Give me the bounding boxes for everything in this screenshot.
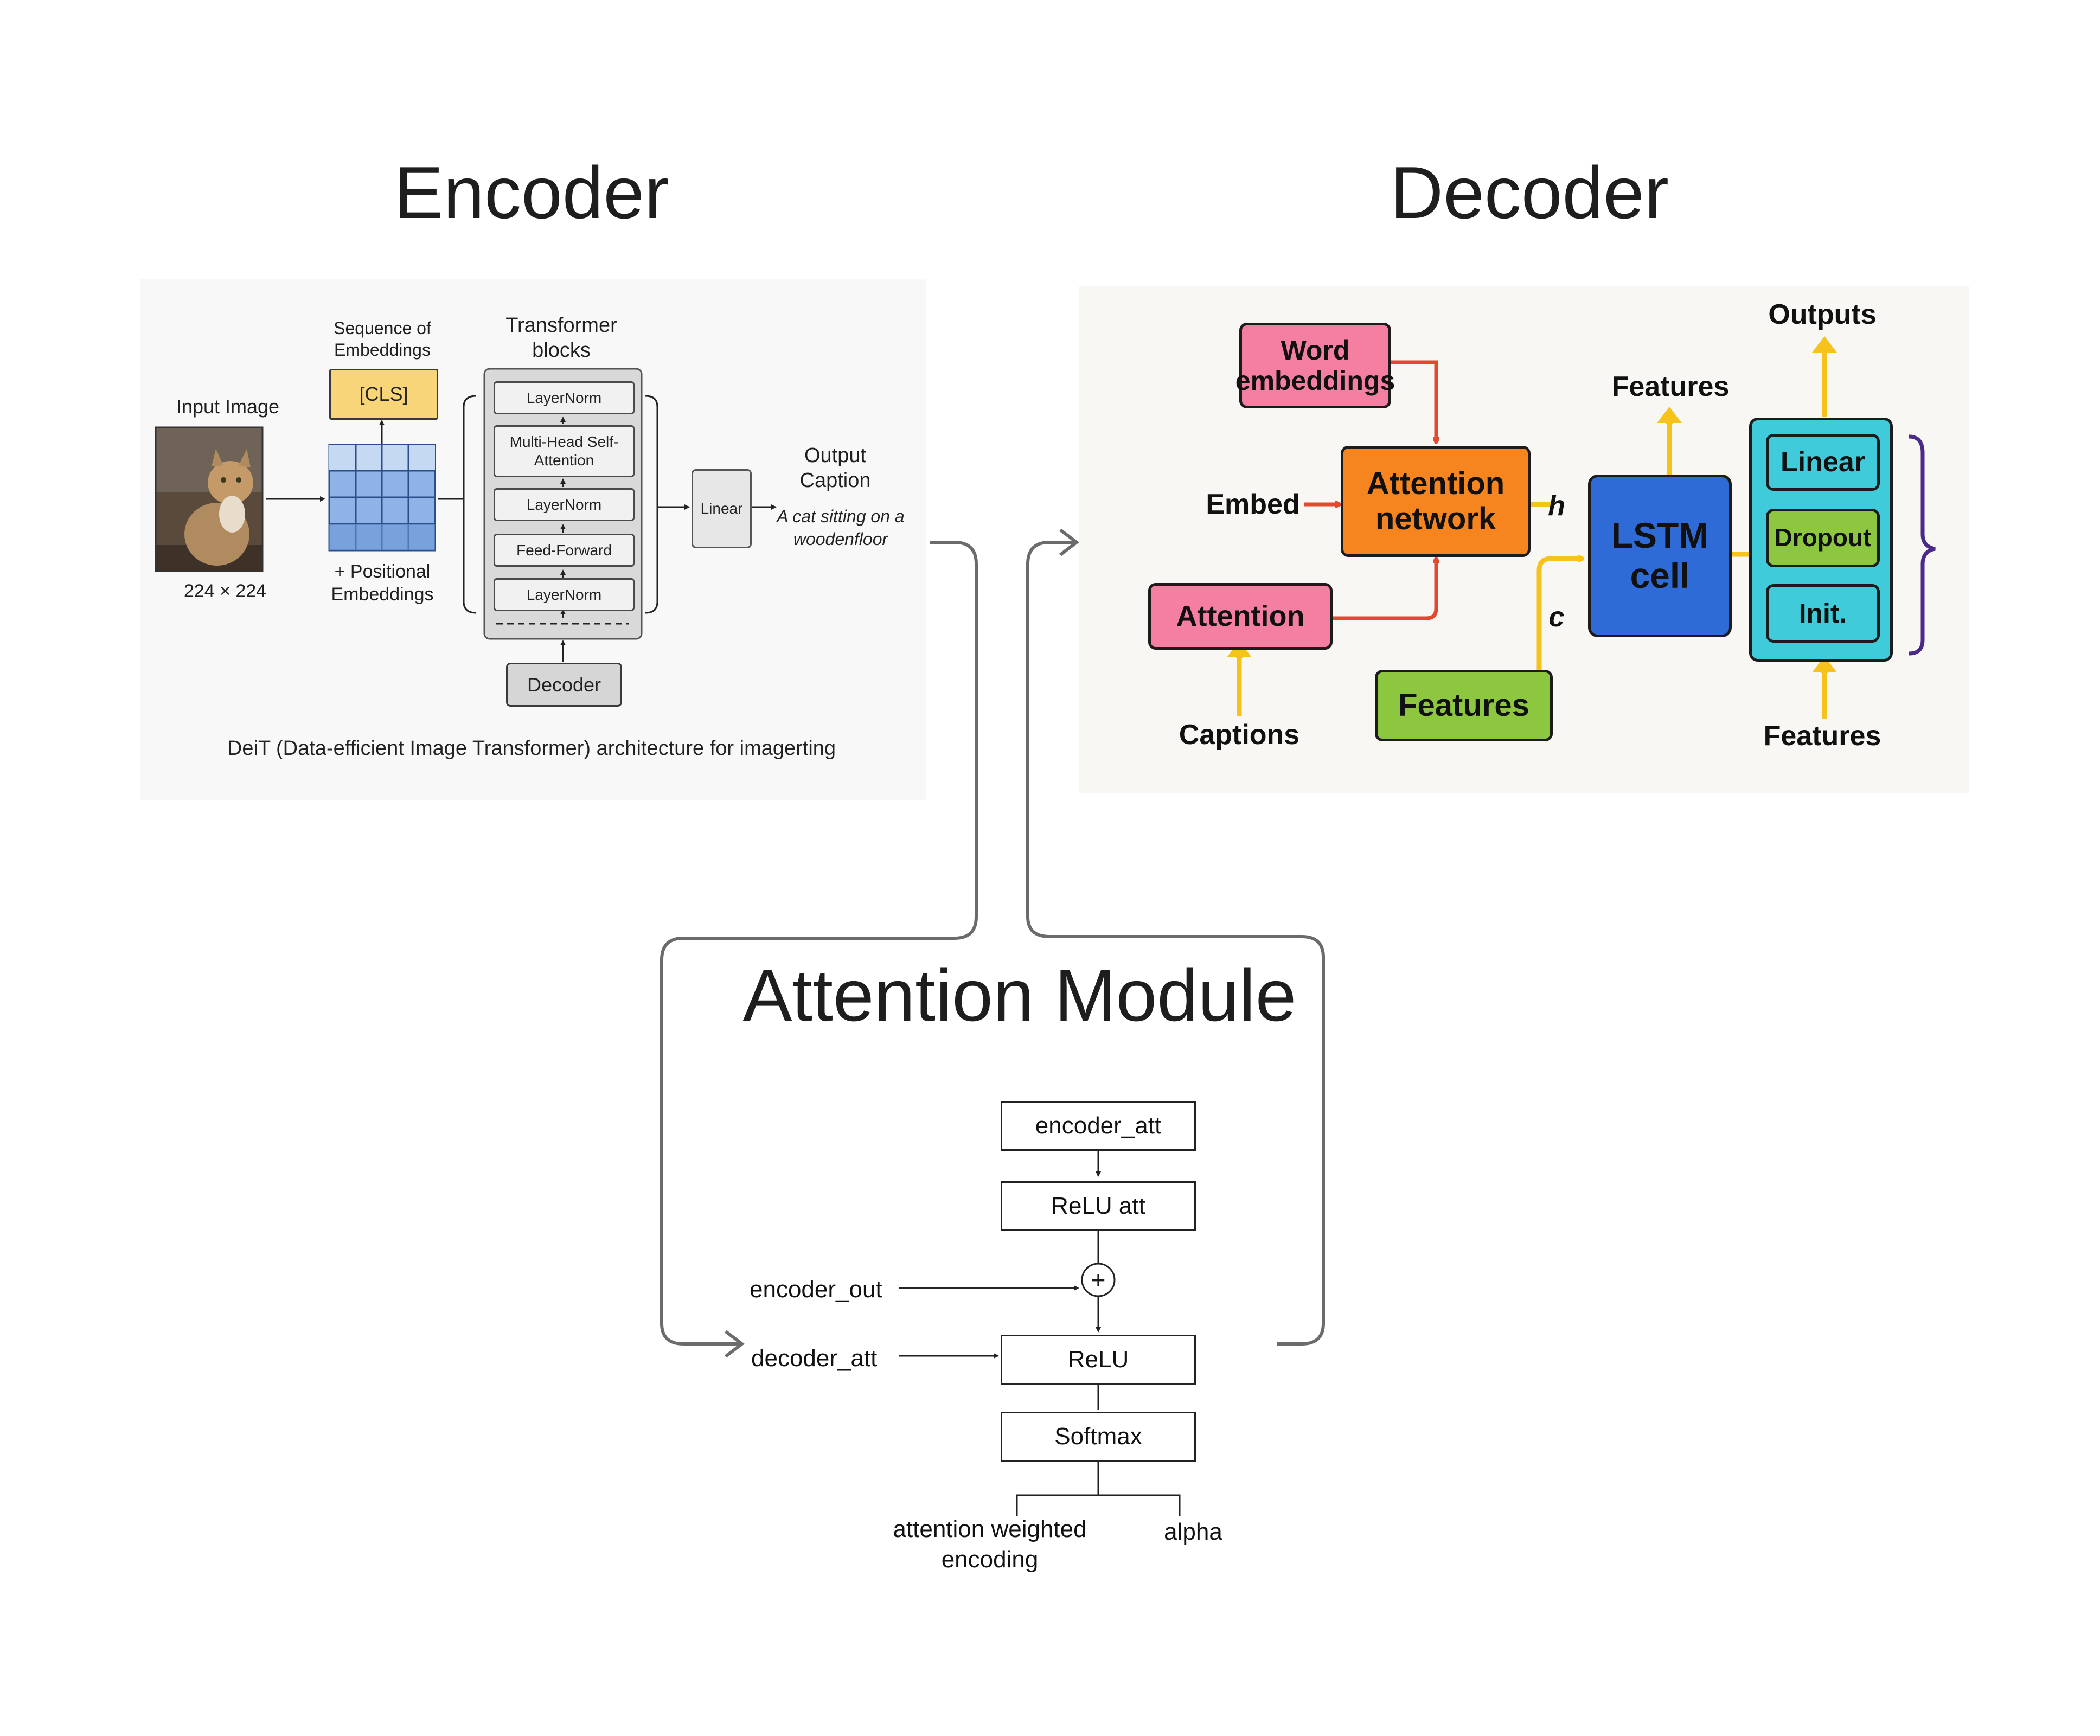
plus-circle-icon bbox=[1081, 1263, 1116, 1297]
encoder-out-label: encoder_out bbox=[750, 1276, 882, 1303]
c-label: c bbox=[1548, 601, 1565, 633]
features-top-label: Features bbox=[1611, 371, 1730, 402]
outputs-label: Outputs bbox=[1768, 299, 1877, 330]
block-layernorm-1: LayerNorm bbox=[494, 381, 635, 414]
cat-photo bbox=[155, 426, 264, 572]
output-caption-text: A cat sitting on a woodenfloor bbox=[777, 506, 905, 549]
block-layernorm-2: LayerNorm bbox=[494, 488, 635, 521]
lstm-cell-box: LSTM cell bbox=[1588, 475, 1732, 637]
block-layernorm-3: LayerNorm bbox=[494, 578, 635, 611]
sequence-embeddings-label: Sequence of Embeddings bbox=[334, 318, 431, 360]
relu-att-box: ReLU att bbox=[1001, 1181, 1196, 1231]
image-size-label: 224 × 224 bbox=[183, 581, 267, 601]
input-image-label: Input Image bbox=[176, 395, 280, 418]
encoder-title: Encoder bbox=[394, 151, 669, 234]
features-bottom-label: Features bbox=[1763, 720, 1881, 752]
embed-label: Embed bbox=[1206, 489, 1300, 520]
attention-weighted-encoding-label: attention weighted encoding bbox=[893, 1515, 1087, 1573]
dropout-layer-box: Dropout bbox=[1766, 509, 1880, 567]
decoder-title: Decoder bbox=[1390, 151, 1669, 234]
positional-embeddings-label: + Positional Embeddings bbox=[331, 561, 434, 605]
figure-caption: DeiT (Data-efficient Image Transformer) … bbox=[227, 736, 836, 760]
cls-token-box: [CLS] bbox=[329, 369, 438, 420]
transformer-blocks-label: Transformer blocks bbox=[505, 313, 617, 362]
decoder-att-label: decoder_att bbox=[751, 1345, 878, 1372]
block-multi-head-attention: Multi-Head Self-Attention bbox=[494, 425, 635, 477]
attention-box: Attention bbox=[1148, 583, 1333, 650]
init-layer-box: Init. bbox=[1766, 584, 1880, 643]
block-feed-forward: Feed-Forward bbox=[494, 534, 635, 567]
attention-network-box: Attention network bbox=[1341, 446, 1531, 557]
attention-module-title: Attention Module bbox=[742, 954, 1297, 1036]
h-label: h bbox=[1548, 490, 1565, 522]
word-embeddings-box: Word embeddings bbox=[1235, 323, 1395, 408]
decoder-box: Decoder bbox=[506, 663, 622, 707]
softmax-box: Softmax bbox=[1001, 1412, 1196, 1462]
alpha-label: alpha bbox=[1164, 1519, 1222, 1545]
encoder-att-box: encoder_att bbox=[1001, 1101, 1196, 1151]
linear-box: Linear bbox=[692, 469, 752, 548]
relu-box: ReLU bbox=[1001, 1335, 1196, 1385]
features-box: Features bbox=[1375, 670, 1553, 741]
captions-label: Captions bbox=[1179, 719, 1300, 751]
linear-layer-box: Linear bbox=[1766, 434, 1880, 491]
plus-symbol: + bbox=[1091, 1266, 1106, 1294]
output-caption-label: Output Caption bbox=[799, 444, 871, 492]
patch-embedding-grid bbox=[328, 444, 436, 552]
